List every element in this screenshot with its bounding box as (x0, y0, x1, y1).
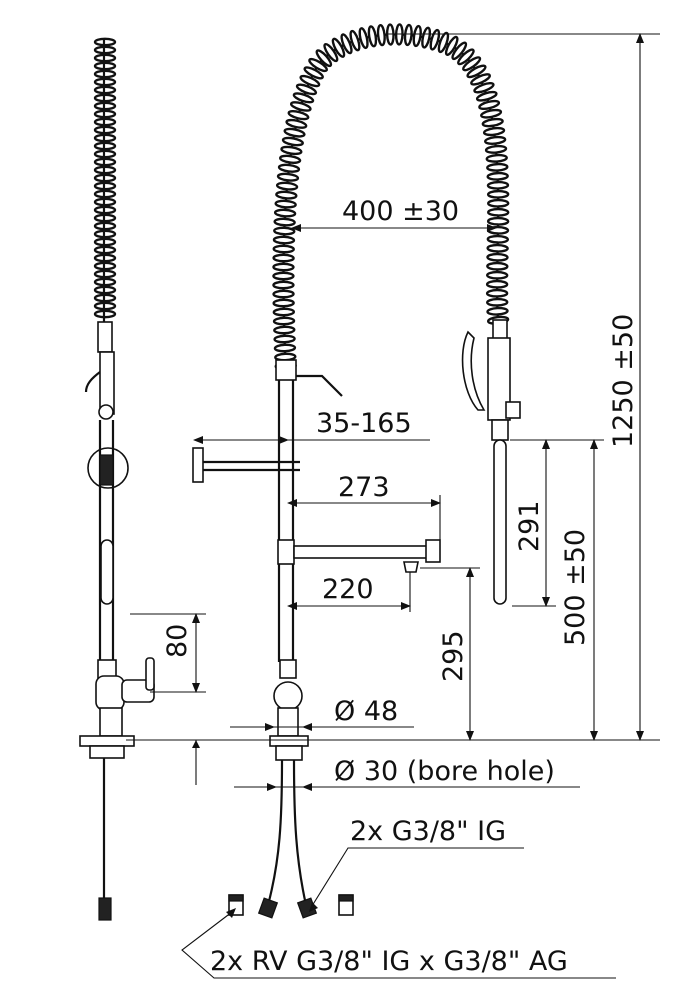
front-view-spray-trigger (461, 330, 486, 411)
front-view-hose-left (266, 759, 284, 906)
front-view (192, 23, 521, 919)
front-view-spring-coil (272, 23, 510, 371)
side-view-base-plate (79, 735, 135, 747)
side-view-valve-body (95, 675, 125, 711)
front-view-spout-arm (293, 545, 429, 559)
front-view-aerator (403, 561, 419, 573)
side-view-spray-lever (84, 371, 101, 393)
front-view-wall-bracket-plate (192, 447, 204, 483)
label-handle-height: 80 (162, 624, 193, 658)
front-view-hook (296, 374, 343, 397)
label-check-valves: 2x RV G3/8" IG x G3/8" AG (210, 946, 568, 977)
label-total-height: 1250 ±50 (608, 314, 639, 448)
label-spray-drop: 291 (514, 500, 545, 552)
label-bore-hole: Ø 30 (bore hole) (334, 756, 555, 787)
dimension-labels: 400 ±30 35-165 273 220 80 1250 ±50 291 5… (162, 196, 639, 977)
dimension-lines (126, 33, 660, 979)
label-body-diameter: Ø 48 (334, 696, 398, 727)
front-view-base-plate (269, 735, 309, 747)
front-view-spray-holder (492, 319, 508, 341)
label-spout-reach: 273 (338, 472, 390, 503)
label-wall-bracket: 35-165 (316, 408, 412, 439)
front-view-spring-collar (275, 359, 297, 381)
front-view-hose-right (292, 759, 308, 906)
label-connection-hoses: 2x G3/8" IG (350, 816, 506, 847)
label-spray-height: 500 ±50 (560, 529, 591, 646)
label-hose-width: 400 ±30 (342, 196, 459, 227)
label-spout-height: 295 (438, 630, 469, 682)
front-view-spray-pipe (493, 439, 507, 605)
side-view-spray-hose-tip (100, 539, 114, 605)
front-view-valve-body (273, 681, 303, 711)
side-view-spring-end (97, 321, 113, 353)
label-spout-outlet: 220 (322, 574, 374, 605)
side-view (79, 37, 155, 921)
front-view-spout-collar (277, 539, 295, 565)
side-view-hose-connector (98, 897, 112, 921)
